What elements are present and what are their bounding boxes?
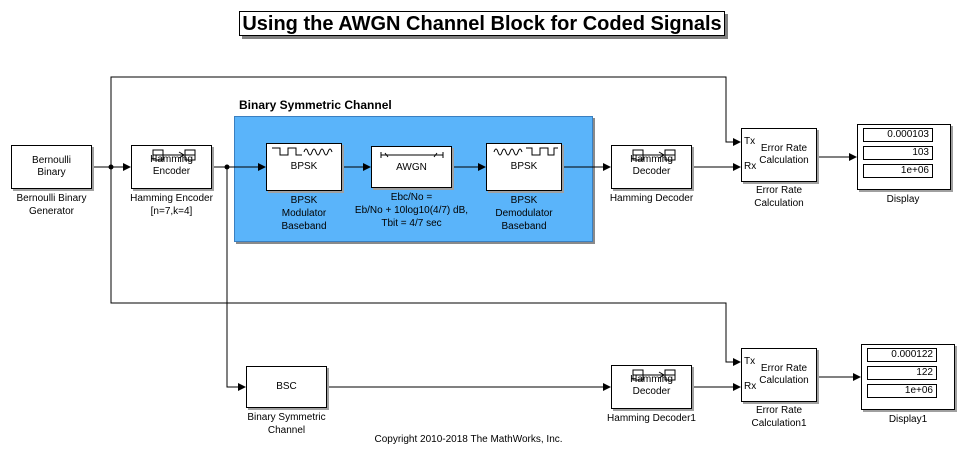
display1-block[interactable]: 0.000122 122 1e+06	[861, 344, 955, 410]
channel-icon	[380, 152, 444, 158]
display-block[interactable]: 0.000103 103 1e+06	[857, 124, 951, 190]
copyright-text: Copyright 2010-2018 The MathWorks, Inc.	[374, 434, 563, 445]
bsc-label: BSC	[276, 381, 297, 392]
error-rate-caption: Error Rate Calculation	[754, 185, 804, 209]
hamming-decoder-label: Hamming Decoder	[630, 154, 673, 177]
bsc-block[interactable]: BSC	[246, 366, 327, 408]
error-rate1-label: Error Rate Calculation	[759, 363, 809, 386]
hamming-decoder1-caption: Hamming Decoder1	[607, 413, 696, 424]
bpsk-demod-label: BPSK	[510, 161, 538, 172]
bpsk-mod-label: BPSK	[290, 161, 318, 172]
display1-value: 1e+06	[867, 384, 937, 398]
awgn-caption: Ebc/No = Eb/No + 10log10(4/7) dB, Tbit =…	[354, 192, 469, 229]
bernoulli-binary-block[interactable]: Bernoulli Binary	[11, 145, 92, 189]
decoder-icon	[632, 149, 676, 161]
hamming-decoder1-block[interactable]: Hamming Decoder	[611, 365, 692, 409]
hamming-decoder-block[interactable]: Hamming Decoder	[611, 145, 692, 189]
bernoulli-caption: Bernoulli Binary Generator	[16, 193, 87, 217]
display-caption: Display	[886, 194, 920, 205]
encoder-icon	[152, 149, 196, 161]
bpsk-mod-caption: BPSK Modulator Baseband	[281, 195, 327, 232]
bsc-caption: Binary Symmetric Channel	[247, 412, 326, 436]
error-rate-block[interactable]: Error Rate Calculation	[741, 128, 817, 182]
awgn-channel-block[interactable]: AWGN	[371, 146, 452, 188]
model-title: Using the AWGN Channel Block for Coded S…	[239, 11, 725, 36]
display-value: 103	[863, 146, 933, 160]
bpsk-demodulator-block[interactable]: BPSK	[486, 143, 562, 191]
display1-value: 0.000122	[867, 348, 937, 362]
line-encoder-bsc	[226, 167, 246, 391]
wave-to-square-icon	[493, 147, 558, 156]
display-value: 0.000103	[863, 128, 933, 142]
tx-port-label: Tx	[744, 136, 756, 147]
hamming-encoder-label: Hamming Encoder	[150, 154, 193, 177]
square-to-wave-icon	[272, 147, 333, 156]
display1-caption: Display1	[888, 414, 928, 425]
error-rate-label: Error Rate Calculation	[759, 143, 809, 166]
subsystem-label: Binary Symmetric Channel	[239, 98, 392, 112]
display-value: 1e+06	[863, 164, 933, 178]
line-source-to-tx1	[110, 167, 741, 366]
line-source-to-tx	[110, 76, 741, 167]
display1-value: 122	[867, 366, 937, 380]
hamming-decoder-caption: Hamming Decoder	[609, 193, 694, 204]
awgn-label: AWGN	[396, 162, 427, 173]
error-rate1-caption: Error Rate Calculation1	[751, 405, 807, 429]
bpsk-demod-caption: BPSK Demodulator Baseband	[495, 195, 553, 232]
error-rate1-block[interactable]: Error Rate Calculation	[741, 348, 817, 402]
rx-port-label: Rx	[744, 161, 757, 172]
hamming-encoder-caption: Hamming Encoder [n=7,k=4]	[130, 193, 213, 217]
decoder-icon	[632, 369, 676, 381]
hamming-decoder1-label: Hamming Decoder	[630, 374, 673, 397]
tx-port-label: Tx	[744, 356, 756, 367]
branch-point	[224, 164, 230, 170]
bpsk-modulator-block[interactable]: BPSK	[266, 143, 342, 191]
branch-point	[108, 164, 114, 170]
rx-port-label: Rx	[744, 381, 757, 392]
hamming-encoder-block[interactable]: Hamming Encoder	[131, 145, 212, 189]
